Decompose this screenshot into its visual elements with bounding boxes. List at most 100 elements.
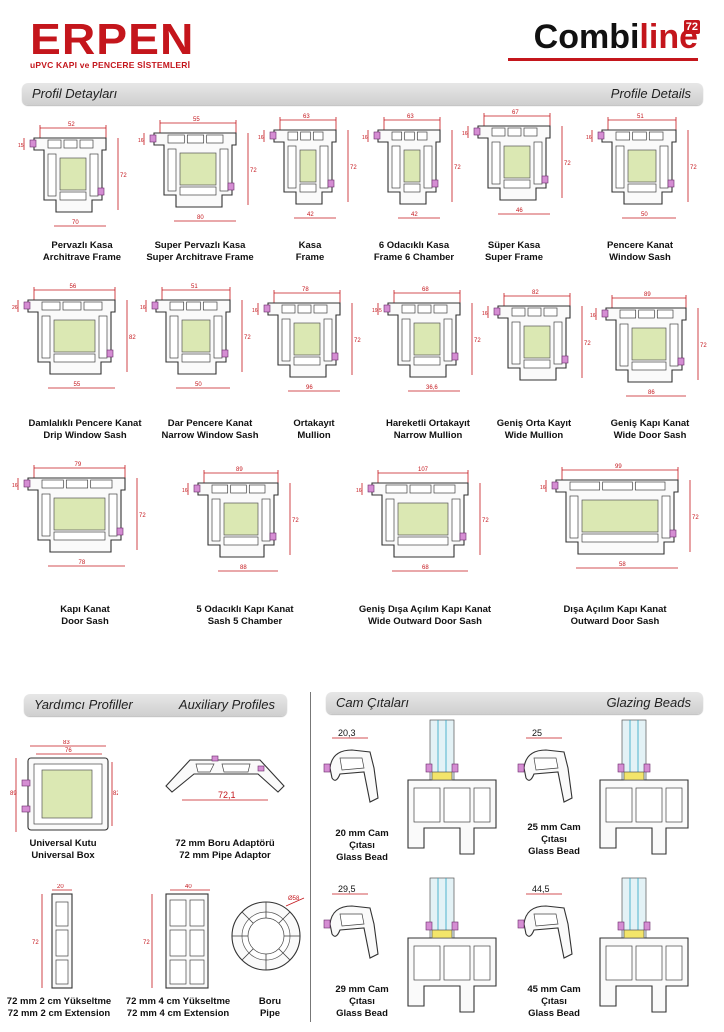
profile-label-en: Super Frame [484, 252, 544, 263]
profile-label-en: Drip Window Sash [43, 430, 127, 441]
svg-text:16: 16 [540, 485, 546, 491]
glazing-bead-label-mid: Çıtası [349, 840, 375, 851]
svg-text:72: 72 [120, 173, 127, 179]
section-divider [310, 692, 311, 1022]
svg-text:16: 16 [586, 135, 592, 141]
svg-text:72: 72 [474, 338, 481, 344]
profile-label-tr: Super Pervazlı Kasa [154, 240, 246, 251]
profile-label-tr: Dar Pencere Kanat [167, 418, 253, 429]
profile-label-tr: Kasa [298, 240, 322, 251]
svg-text:107: 107 [418, 467, 429, 473]
svg-text:86: 86 [648, 390, 655, 396]
svg-text:78: 78 [302, 287, 309, 293]
svg-text:55: 55 [193, 117, 200, 123]
svg-text:72: 72 [690, 165, 697, 171]
profile-label-en: Window Sash [609, 252, 671, 263]
aux-universal-box-drawing: 83 76 89 82 [8, 740, 118, 835]
svg-text:67: 67 [512, 110, 519, 116]
svg-text:80: 80 [197, 215, 204, 221]
glazing-bead-label-tr: 29 mm Cam [335, 984, 389, 995]
aux-box-side2-dim: 82 [113, 791, 118, 797]
svg-text:26: 26 [12, 305, 18, 311]
svg-text:55: 55 [74, 382, 81, 388]
section-title-profiles-en: Profile Details [610, 86, 691, 101]
svg-text:72: 72 [139, 513, 146, 519]
svg-text:50: 50 [195, 382, 202, 388]
brand-name: ERPEN [30, 15, 195, 64]
section-title-aux-tr: Yardımcı Profiller [34, 697, 133, 712]
aux-box-inner-dim: 76 [65, 748, 72, 754]
svg-text:16: 16 [12, 483, 18, 489]
profile-label-en: Narrow Window Sash [161, 430, 259, 441]
svg-text:63: 63 [407, 114, 414, 120]
aux-pipe-dim: Ø58 [288, 896, 300, 902]
glazing-bead-label-tr: 45 mm Cam [527, 984, 581, 995]
aux-4cm-side-dim: 72 [143, 940, 150, 946]
svg-text:72: 72 [564, 161, 571, 167]
svg-text:63: 63 [303, 114, 310, 120]
svg-text:78: 78 [79, 560, 86, 566]
profile-drawing: 51 72 16 50 [586, 112, 698, 222]
profile-label-tr: Kapı Kanat [60, 604, 110, 615]
glazing-bead-label-mid: Çıtası [541, 996, 567, 1007]
aux-pipe-drawing: Ø58 [228, 892, 308, 982]
product-underline [508, 58, 698, 61]
product-name-a: Combi [533, 18, 640, 56]
profile-label-tr: Damlalıklı Pencere Kanat [28, 418, 142, 429]
aux-box-side-dim: 89 [10, 791, 17, 797]
svg-text:16: 16 [356, 488, 362, 494]
svg-text:16: 16 [362, 135, 368, 141]
profile-label-en: Mullion [297, 430, 331, 441]
profile-label-en: Frame 6 Chamber [373, 252, 455, 263]
profile-label-tr: Süper Kasa [487, 240, 541, 251]
svg-text:36,6: 36,6 [426, 385, 438, 391]
aux-box-top-dim: 83 [63, 740, 70, 746]
section-title-beads-en: Glazing Beads [606, 695, 691, 710]
product-logo: Combiline 72 [533, 18, 700, 57]
profile-label-tr: 6 Odacıklı Kasa [378, 240, 450, 251]
svg-text:50: 50 [641, 212, 648, 218]
svg-text:29,5: 29,5 [338, 884, 356, 894]
glazing-bead-drawing: 20,3 [318, 728, 398, 818]
svg-text:99: 99 [615, 464, 622, 470]
svg-text:19,5: 19,5 [372, 308, 382, 314]
profile-label-en: Sash 5 Chamber [207, 616, 283, 627]
glazing-bead-label-en: Glass Bead [528, 846, 580, 857]
profile-label-en: Wide Door Sash [613, 430, 687, 441]
glazing-section-drawing [404, 876, 504, 1016]
svg-text:72: 72 [250, 168, 257, 174]
glazing-bead-label-en: Glass Bead [336, 1008, 388, 1019]
svg-text:16: 16 [138, 138, 144, 144]
svg-text:72: 72 [292, 518, 299, 524]
aux-2cm-extension-drawing: 20 72 [20, 884, 90, 990]
svg-text:51: 51 [637, 114, 644, 120]
svg-text:72: 72 [350, 165, 357, 171]
profile-label-tr: Hareketli Ortakayıt [386, 418, 470, 429]
svg-text:56: 56 [70, 284, 77, 290]
svg-text:16: 16 [482, 311, 488, 317]
profile-label-tr: 5 Odacıklı Kapı Kanat [196, 604, 294, 615]
